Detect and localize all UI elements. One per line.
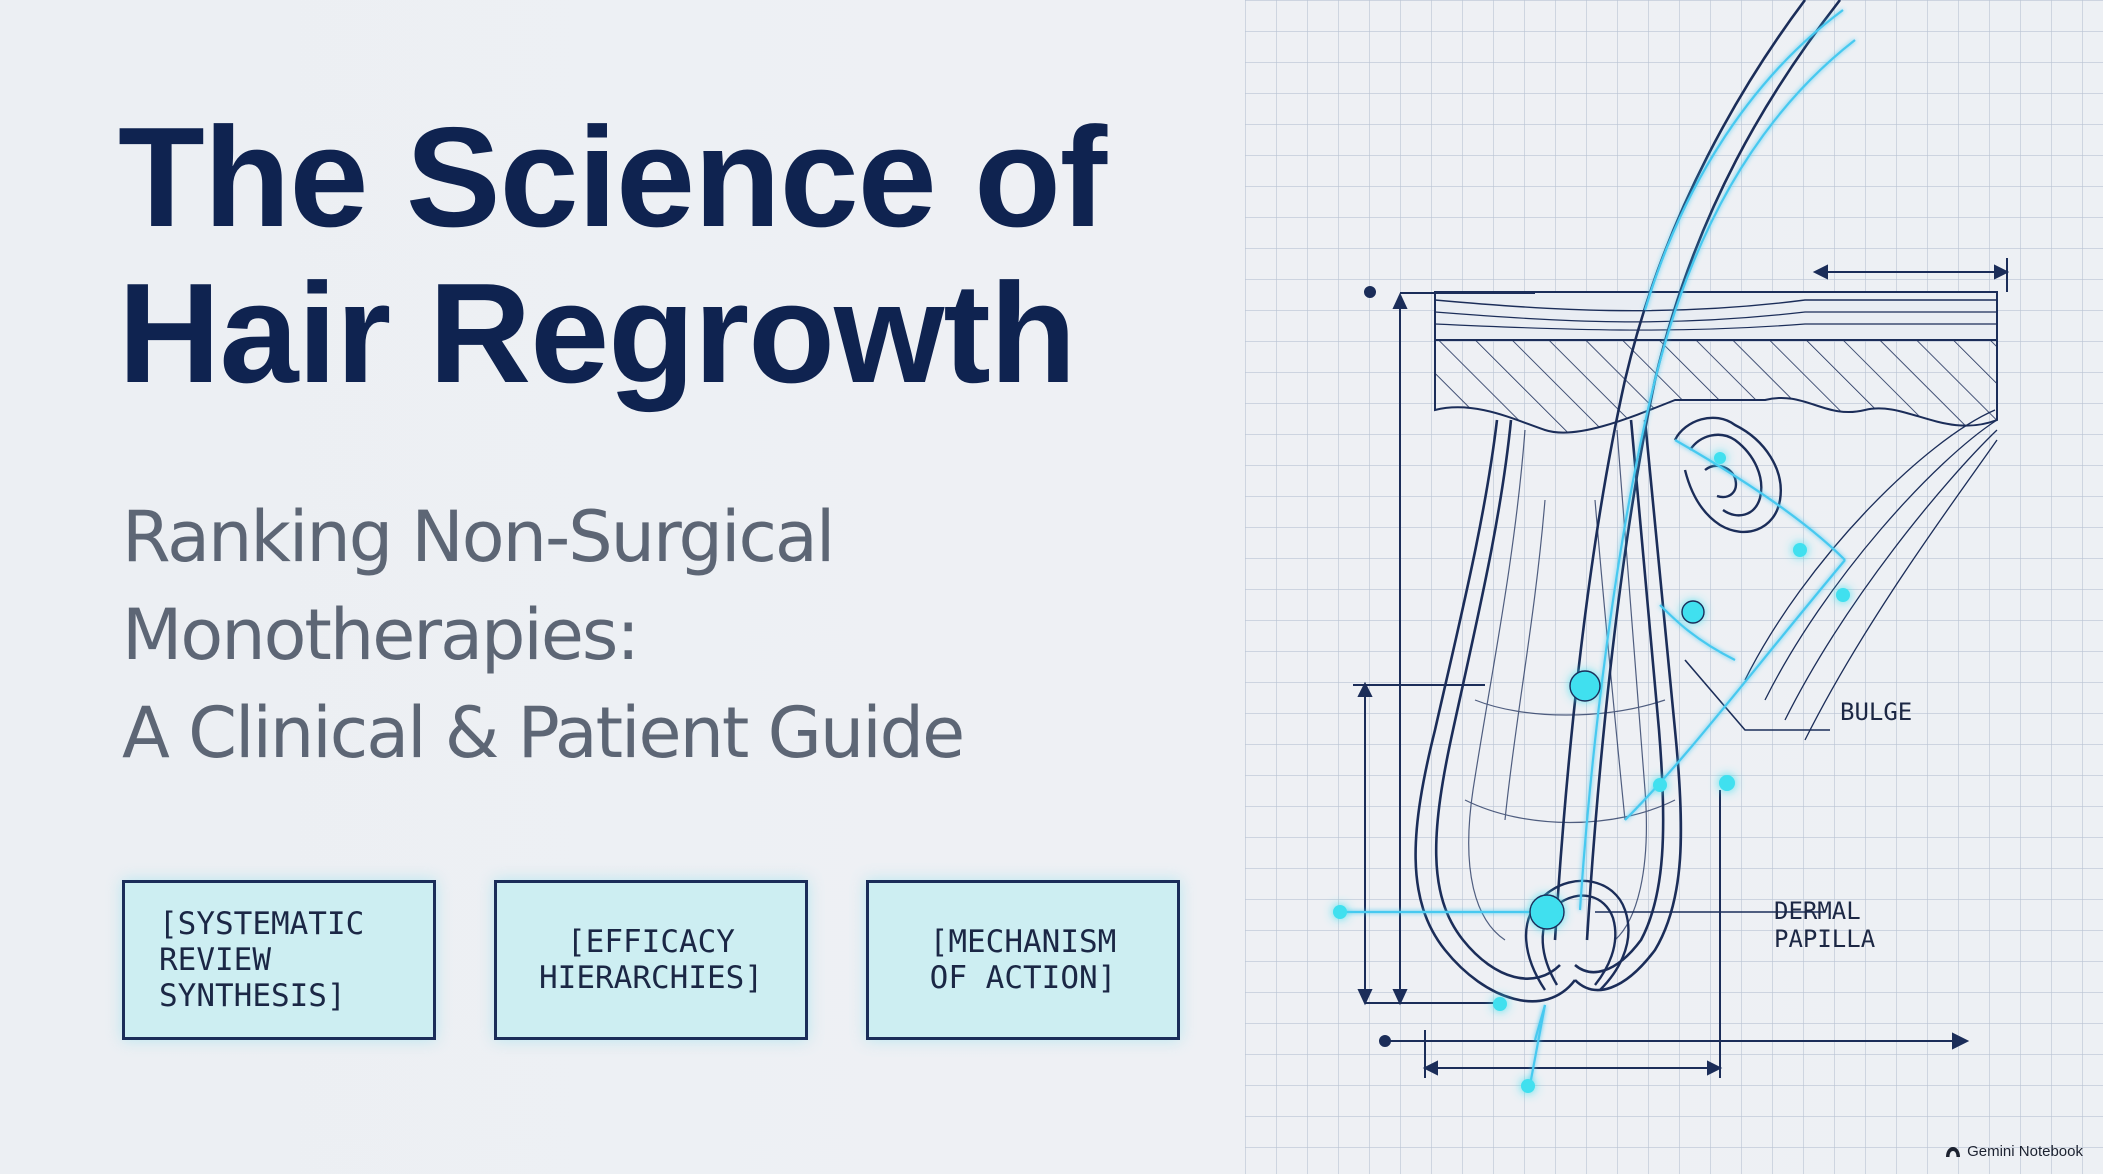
subtitle-line-2: Monotherapies: <box>122 594 640 676</box>
dimension-lines <box>1353 258 2010 1078</box>
papilla-shape <box>1524 879 1630 991</box>
tag-mechanism-of-action: [MECHANISM OF ACTION] <box>866 880 1180 1040</box>
dermal-papilla-label: DERMAL PAPILLA <box>1774 897 1876 953</box>
subtitle-line-3: A Clinical & Patient Guide <box>122 692 965 774</box>
tag-mechanism-of-action-text: [MECHANISM OF ACTION] <box>929 924 1117 996</box>
page-subtitle: Ranking Non-Surgical Monotherapies: A Cl… <box>122 488 965 782</box>
tag-systematic-review: [SYSTEMATIC REVIEW SYNTHESIS] <box>122 880 436 1040</box>
gemini-notebook-icon <box>1946 1146 1961 1157</box>
tag-efficacy-hierarchies: [EFFICACY HIERARCHIES] <box>494 880 808 1040</box>
glow-nodes <box>1333 452 1850 1093</box>
tag-efficacy-hierarchies-text: [EFFICACY HIERARCHIES] <box>539 924 763 996</box>
diagram-grid <box>1245 0 2103 1174</box>
title-line-1: The Science of <box>118 98 1107 257</box>
bulge-label: BULGE <box>1840 698 1913 726</box>
brand-watermark: Gemini Notebook <box>1945 1143 2083 1160</box>
subtitle-line-1: Ranking Non-Surgical <box>122 496 835 578</box>
sebaceous-gland <box>1673 416 1782 534</box>
hair-follicle-diagram <box>1245 0 2103 1174</box>
skin-layer <box>1434 291 1998 434</box>
glow-lines <box>1340 9 1856 1086</box>
tag-systematic-review-text: [SYSTEMATIC REVIEW SYNTHESIS] <box>159 906 365 1014</box>
title-line-2: Hair Regrowth <box>118 254 1076 413</box>
arrector-muscle <box>1744 409 1998 741</box>
page-title: The Science of Hair Regrowth <box>118 98 1107 413</box>
brand-name: Gemini Notebook <box>1967 1143 2083 1160</box>
glow-node-cores <box>1529 600 1705 930</box>
